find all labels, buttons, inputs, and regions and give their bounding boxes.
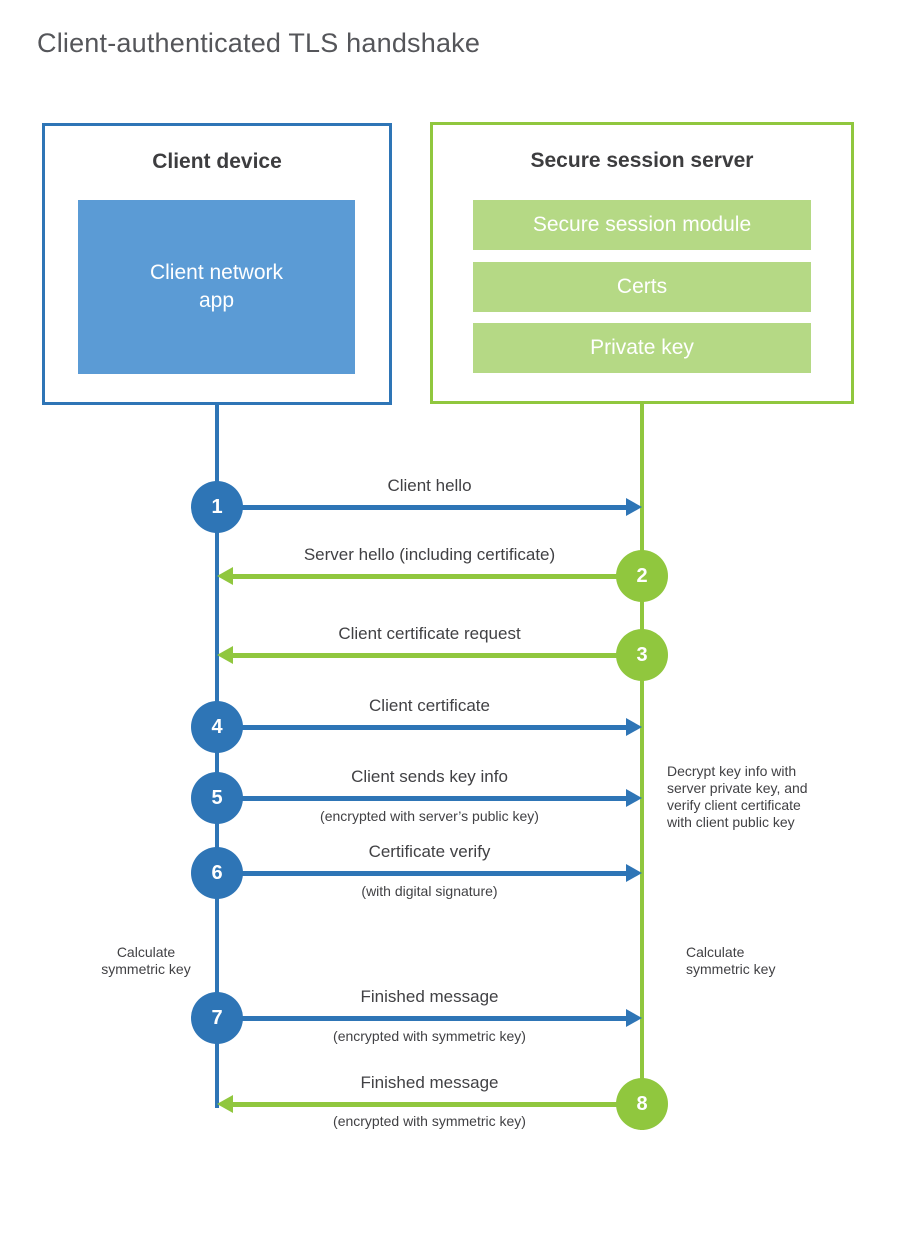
module-secure-session-module: Secure session module [473,200,811,250]
step-8-arrow [233,1102,642,1107]
calculate-symmetric-key-left-note: Calculate symmetric key [101,944,191,977]
step-2-circle: 2 [616,550,668,602]
step-3-arrow [233,653,642,658]
step-5-sublabel: (encrypted with server’s public key) [320,808,539,824]
step-7-label: Finished message [360,987,499,1006]
step-6-sublabel: (with digital signature) [361,883,498,899]
client-network-app-rect: Client network app [78,200,355,374]
step-4-label: Client certificate [369,696,490,715]
step-7-arrow [217,1016,627,1021]
step-4-circle: 4 [191,701,243,753]
step-6-label: Certificate verify [368,842,491,861]
module-certs: Certs [473,262,811,312]
step-8-sublabel: (encrypted with symmetric key) [333,1113,526,1129]
step-1-arrowhead-icon [626,498,642,516]
step-4-arrow [217,725,627,730]
calculate-symmetric-key-right-note: Calculate symmetric key [686,944,776,977]
step-3-arrowhead-icon [217,646,233,664]
step-3-label: Client certificate request [338,624,521,643]
secure-session-server-title: Secure session server [530,149,754,172]
step-5-arrowhead-icon [626,789,642,807]
step-6-arrowhead-icon [626,864,642,882]
step-7-arrowhead-icon [626,1009,642,1027]
decrypt-key-note: Decrypt key info with server private key… [667,763,808,830]
client-device-title: Client device [152,150,282,173]
step-3-circle: 3 [616,629,668,681]
step-2-arrow [233,574,642,579]
client-lifeline [215,404,219,1108]
step-1-arrow [217,505,627,510]
step-6-arrow [217,871,627,876]
step-6-circle: 6 [191,847,243,899]
step-8-circle: 8 [616,1078,668,1130]
step-5-label: Client sends key info [351,767,508,786]
step-1-label: Client hello [387,476,472,495]
server-lifeline [640,403,644,1130]
step-2-arrowhead-icon [217,567,233,585]
page-title: Client-authenticated TLS handshake [37,28,481,58]
step-7-circle: 7 [191,992,243,1044]
step-4-arrowhead-icon [626,718,642,736]
secure-session-server-box: Secure session server Secure session mod… [430,122,854,404]
step-2-label: Server hello (including certificate) [303,545,556,564]
module-private-key: Private key [473,323,811,373]
step-7-sublabel: (encrypted with symmetric key) [333,1028,526,1044]
step-1-circle: 1 [191,481,243,533]
step-5-circle: 5 [191,772,243,824]
client-device-box: Client device Client network app [42,123,392,405]
step-8-label: Finished message [360,1073,499,1092]
step-8-arrowhead-icon [217,1095,233,1113]
step-5-arrow [217,796,627,801]
